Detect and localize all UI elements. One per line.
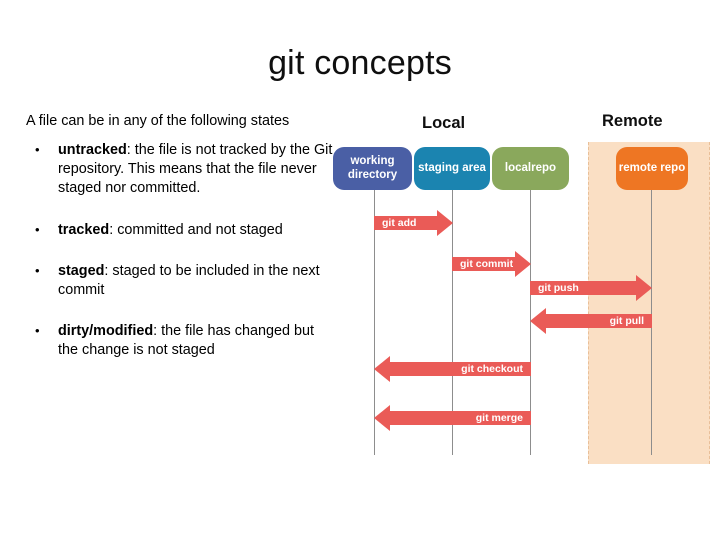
arrow-head-left-icon xyxy=(374,405,390,431)
arrow-git-push: git push xyxy=(530,275,652,301)
arrow-shaft xyxy=(389,362,531,376)
arrow-head-left-icon xyxy=(530,308,546,334)
arrow-label: git checkout xyxy=(461,363,523,375)
node-staging-area: staging area xyxy=(414,147,490,190)
arrow-git-commit: git commit xyxy=(452,251,531,277)
arrow-shaft xyxy=(374,216,438,230)
lifeline-working-directory xyxy=(374,190,375,455)
arrow-head-right-icon xyxy=(636,275,652,301)
bullet-term: staged xyxy=(58,262,105,279)
bullet-separator: : xyxy=(109,221,118,238)
git-workflow-diagram: Local Remote working directory staging a… xyxy=(330,106,720,466)
bullet-term: dirty/modified xyxy=(58,323,154,340)
list-item: • untracked: the file is not tracked by … xyxy=(26,141,336,198)
bullet-text: staged to be included in the next commit xyxy=(58,262,320,298)
arrow-head-right-icon xyxy=(515,251,531,277)
bullet-body: staged: staged to be included in the nex… xyxy=(58,262,336,300)
bullet-body: tracked: committed and not staged xyxy=(58,221,336,240)
node-localrepo: localrepo xyxy=(492,147,569,190)
zone-label-remote: Remote xyxy=(602,112,663,130)
arrow-label: git merge xyxy=(475,412,523,424)
arrow-label: git add xyxy=(382,217,417,229)
bullet-text: the file has changed but the change is n… xyxy=(58,323,314,359)
lifeline-staging-area xyxy=(452,190,453,455)
bullet-body: dirty/modified: the file has changed but… xyxy=(58,322,336,360)
bullet-body: untracked: the file is not tracked by th… xyxy=(58,141,336,198)
bullet-separator: : xyxy=(126,142,135,159)
concepts-text-column: A file can be in any of the following st… xyxy=(26,112,336,360)
page-title: git concepts xyxy=(268,44,452,82)
list-item: • tracked: committed and not staged xyxy=(26,221,336,240)
bullet-text: the file is not tracked by the Git repos… xyxy=(58,142,333,197)
intro-paragraph: A file can be in any of the following st… xyxy=(26,113,290,129)
arrow-label: git commit xyxy=(460,258,514,270)
bullet-separator: : xyxy=(153,323,162,340)
arrow-label: git push xyxy=(538,282,579,294)
arrow-shaft xyxy=(530,281,637,295)
list-item: • dirty/modified: the file has changed b… xyxy=(26,322,336,360)
node-working-directory: working directory xyxy=(333,147,412,190)
arrow-shaft xyxy=(452,257,516,271)
arrow-git-merge: git merge xyxy=(374,405,531,431)
bullet-text: committed and not staged xyxy=(117,221,283,238)
arrow-head-left-icon xyxy=(374,356,390,382)
zone-label-local: Local xyxy=(422,114,466,132)
arrow-git-checkout: git checkout xyxy=(374,356,531,382)
bullet-marker: • xyxy=(35,142,40,158)
arrow-label: git pull xyxy=(609,315,644,327)
arrow-git-pull: git pull xyxy=(530,308,652,334)
bullet-marker: • xyxy=(35,262,40,278)
bullet-marker: • xyxy=(35,221,40,237)
arrow-shaft xyxy=(389,411,531,425)
arrow-head-right-icon xyxy=(437,210,453,236)
bullet-term: tracked xyxy=(58,221,110,238)
arrow-git-add: git add xyxy=(374,210,453,236)
list-item: • staged: staged to be included in the n… xyxy=(26,262,336,300)
remote-zone-panel xyxy=(588,142,710,464)
bullet-marker: • xyxy=(35,323,40,339)
bullet-separator: : xyxy=(104,262,113,279)
arrow-shaft xyxy=(545,314,652,328)
bullet-term: untracked xyxy=(58,142,127,159)
node-remote-repo: remote repo xyxy=(616,147,688,190)
